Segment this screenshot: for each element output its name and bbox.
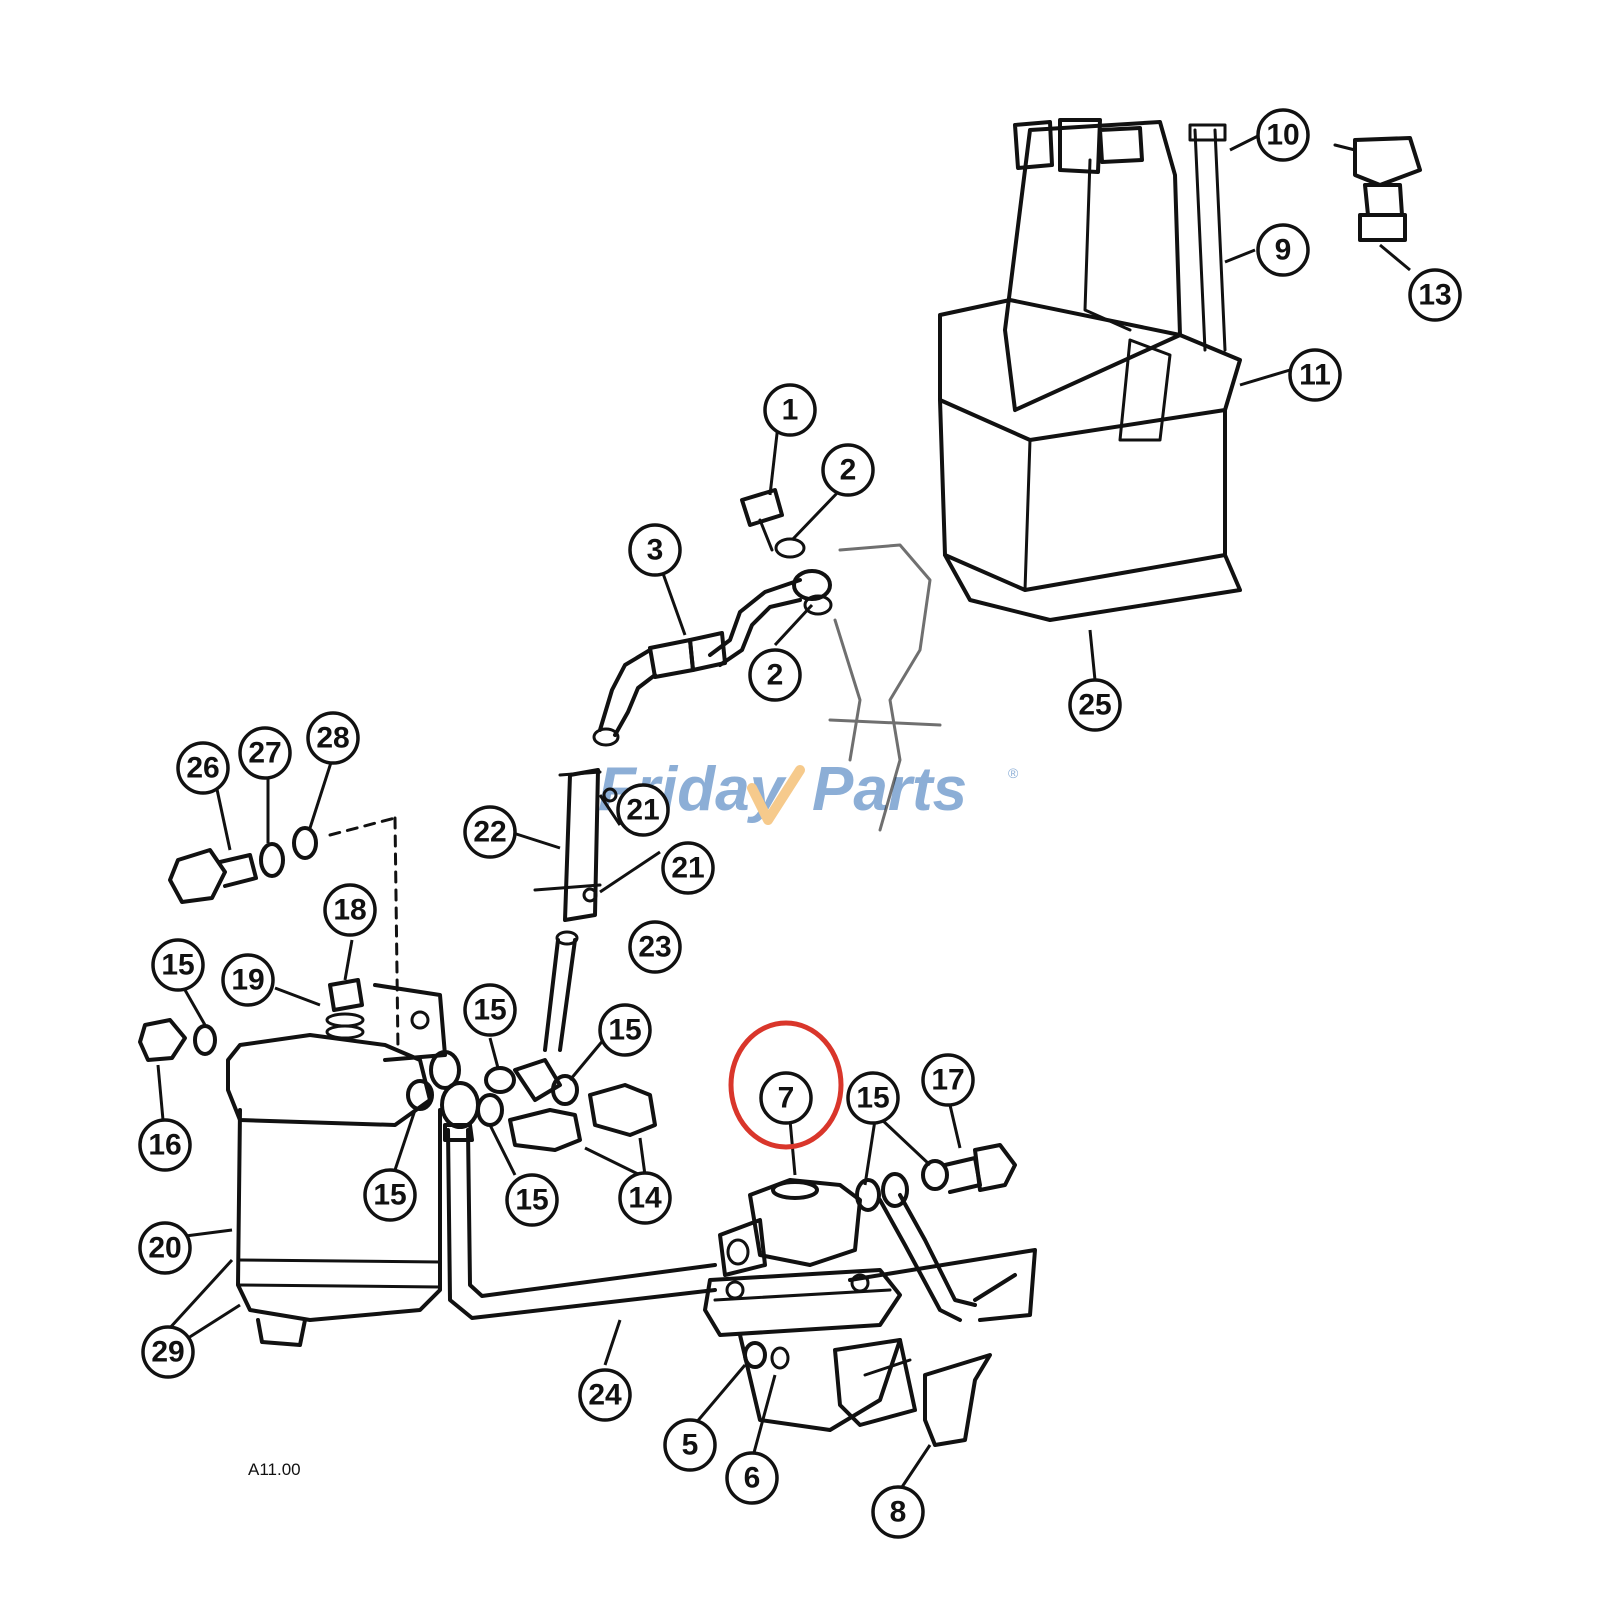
callout-26-label: 26 <box>186 752 219 785</box>
callout-23-label: 23 <box>638 931 671 964</box>
engine-background-outline <box>828 543 942 832</box>
leak-off-pipe <box>543 930 579 1052</box>
callout-13-label: 13 <box>1418 279 1451 312</box>
fuel-pipe-24 <box>443 1123 717 1320</box>
callout-7-label: 7 <box>778 1082 795 1115</box>
watermark-check-mark <box>747 765 805 825</box>
callout-15-right-top-label: 15 <box>608 1014 641 1047</box>
callout-27-label: 27 <box>248 737 281 770</box>
banjo-connections-14-15 <box>406 1050 657 1152</box>
callout-15-mid-top: 15 <box>463 983 517 1037</box>
callout-14: 14 <box>618 1171 672 1225</box>
callout-2-bottom-label: 2 <box>767 659 784 692</box>
callout-24-label: 24 <box>588 1379 622 1412</box>
highlight-ring-7 <box>728 1020 844 1150</box>
callout-10: 10 <box>1256 108 1310 162</box>
injection-pump-assembly <box>938 118 1242 622</box>
callout-21-top-label: 21 <box>626 794 659 827</box>
callout-28-label: 28 <box>316 722 349 755</box>
callout-8-label: 8 <box>890 1496 907 1529</box>
callout-19-label: 19 <box>231 964 264 997</box>
callout-13: 13 <box>1408 268 1462 322</box>
callout-20-label: 20 <box>148 1232 181 1265</box>
callout-5: 5 <box>663 1418 717 1472</box>
callout-7: 7 <box>759 1071 813 1125</box>
callout-19: 19 <box>221 953 275 1007</box>
callout-28: 28 <box>306 711 360 765</box>
callout-29: 29 <box>141 1325 195 1379</box>
figure-code: A11.00 <box>248 1460 301 1479</box>
callout-5-label: 5 <box>682 1429 699 1462</box>
callout-6-label: 6 <box>744 1462 761 1495</box>
callout-15-mid-bottom: 15 <box>505 1173 559 1227</box>
callout-15-filter-label: 15 <box>373 1179 406 1212</box>
callout-15-mid-bottom-label: 15 <box>515 1184 548 1217</box>
callout-17: 17 <box>921 1053 975 1107</box>
callout-21-top: 21 <box>616 783 670 837</box>
callout-16: 16 <box>138 1118 192 1172</box>
callout-15-left-label: 15 <box>161 949 194 982</box>
callout-20: 20 <box>138 1221 192 1275</box>
callout-2-top: 2 <box>821 443 875 497</box>
callout-15-mid-top-label: 15 <box>473 994 506 1027</box>
callout-27: 27 <box>238 726 292 780</box>
elbow-fitting-13 <box>1333 136 1422 242</box>
callout-11: 11 <box>1288 348 1342 402</box>
drain-plug-16 <box>138 1018 217 1062</box>
callout-9-label: 9 <box>1275 234 1292 267</box>
callout-3-label: 3 <box>647 534 664 567</box>
callout-21-bottom: 21 <box>661 841 715 895</box>
callout-1-label: 1 <box>782 394 799 427</box>
callout-26: 26 <box>176 741 230 795</box>
callout-11-label: 11 <box>1299 359 1331 392</box>
callout-22: 22 <box>463 805 517 859</box>
callout-14-label: 14 <box>628 1182 662 1215</box>
callout-24: 24 <box>578 1368 632 1422</box>
callout-15-left: 15 <box>151 938 205 992</box>
callout-17-label: 17 <box>931 1064 964 1097</box>
callout-2-top-label: 2 <box>840 454 857 487</box>
callout-8: 8 <box>871 1485 925 1539</box>
bracket-22 <box>533 768 618 922</box>
callout-15-pump: 15 <box>846 1071 900 1125</box>
banjo-bolt-17 <box>855 1143 1017 1212</box>
callout-29-label: 29 <box>151 1336 184 1369</box>
callout-15-right-top: 15 <box>598 1003 652 1057</box>
fuel-lift-pump-7 <box>703 1178 992 1447</box>
callout-9: 9 <box>1256 223 1310 277</box>
callout-1: 1 <box>763 383 817 437</box>
banjo-bolt-and-pipe <box>592 488 833 747</box>
watermark-text-parts: Parts <box>812 755 967 824</box>
callout-21-bottom-label: 21 <box>671 852 704 885</box>
callout-22-label: 22 <box>473 816 506 849</box>
fuel-filter-assembly <box>226 816 447 1347</box>
callout-25-label: 25 <box>1078 689 1111 722</box>
callout-10-label: 10 <box>1266 119 1299 152</box>
watermark-registered-mark: ® <box>1008 765 1019 781</box>
callout-25: 25 <box>1068 678 1122 732</box>
callout-18-label: 18 <box>333 894 366 927</box>
callout-16-label: 16 <box>148 1129 181 1162</box>
callout-18: 18 <box>323 883 377 937</box>
bolt-and-washers-26-27-28 <box>168 816 397 904</box>
callout-15-filter: 15 <box>363 1168 417 1222</box>
callout-2-bottom: 2 <box>748 648 802 702</box>
callout-23: 23 <box>628 920 682 974</box>
callout-6: 6 <box>725 1451 779 1505</box>
outlet-pipe <box>848 1193 1037 1322</box>
callout-3: 3 <box>628 523 682 577</box>
callout-15-pump-label: 15 <box>856 1082 889 1115</box>
